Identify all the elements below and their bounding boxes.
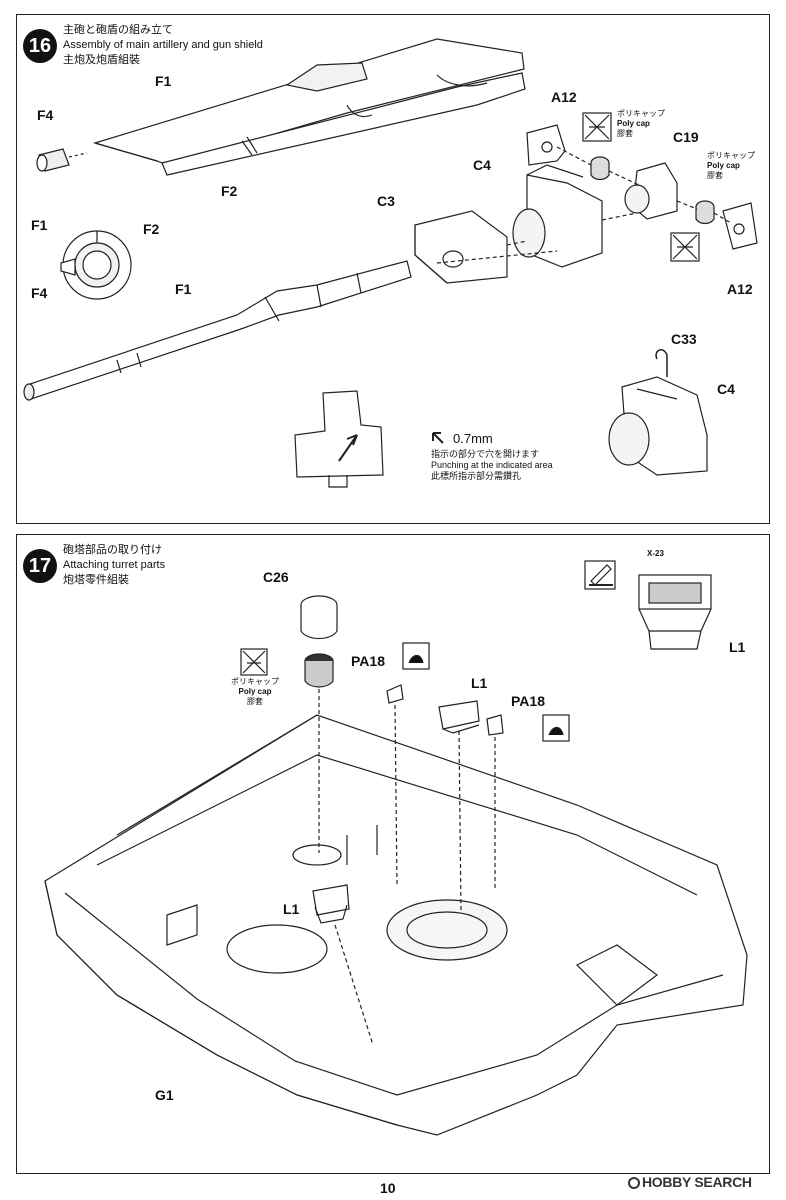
label-c4-detail: C4 [717, 381, 735, 397]
full-barrel [23, 260, 412, 401]
punch-arrow-icon [432, 432, 444, 444]
label-l1-top: L1 [471, 675, 488, 691]
logo-icon [628, 1177, 640, 1189]
gun-shield-c4 [512, 164, 603, 268]
polycap-icon-box [240, 648, 268, 676]
l1-painted-inset [638, 574, 712, 650]
label-c26: C26 [263, 569, 289, 585]
label-a12-bottom: A12 [727, 281, 753, 297]
polycap-note-1: ポリキャップ Poly cap 膠套 [617, 109, 665, 139]
small-parts [312, 684, 504, 924]
c4-detail-drawing [608, 349, 708, 476]
step-title-en: Assembly of main artillery and gun shiel… [63, 39, 263, 51]
barrel-cross-section [60, 230, 132, 300]
label-c3: C3 [377, 193, 395, 209]
step-number-badge: 17 [23, 549, 57, 583]
step-number-badge: 16 [23, 29, 57, 63]
polycap-note-2-zh: 膠套 [707, 171, 723, 180]
f4-muzzle-part [36, 148, 88, 172]
assembly-guide-lines [436, 146, 732, 264]
step-title-zh: 炮塔零件組裝 [63, 574, 129, 586]
gun-shield-c3 [414, 210, 508, 284]
polycap-note-2-en: Poly cap [707, 161, 740, 170]
polycap-note-ja: ポリキャップ [231, 677, 279, 686]
step-title-zh: 主炮及炮盾組裝 [63, 54, 140, 66]
cement-icons [402, 560, 616, 742]
label-f4-section: F4 [31, 285, 48, 301]
polycap-note: ポリキャップ Poly cap 膠套 [231, 677, 279, 707]
label-l1-inset: L1 [729, 639, 746, 655]
poly-caps [590, 156, 715, 225]
punch-note: 指示の部分で穴を開けます Punching at the indicated a… [431, 449, 553, 482]
label-c4: C4 [473, 157, 491, 173]
step-16-drawing [23, 38, 758, 488]
label-f1-section: F1 [31, 217, 48, 233]
punch-detail-drawing [294, 390, 384, 488]
label-f1-upper: F1 [155, 73, 172, 89]
label-f2-upper: F2 [221, 183, 238, 199]
label-c19: C19 [673, 129, 699, 145]
polycap-note-2: ポリキャップ Poly cap 膠套 [707, 151, 755, 181]
mantlet-c19 [624, 162, 678, 220]
label-pa18-left: PA18 [351, 653, 385, 669]
step-title-ja: 砲塔部品の取り付け [63, 544, 162, 556]
polycap-icon-boxes [582, 112, 700, 262]
polycap-note-1-zh: 膠套 [617, 129, 633, 138]
punch-note-ja: 指示の部分で穴を開けます [431, 449, 540, 459]
polycap-note-zh: 膠套 [247, 697, 263, 706]
step-16-panel: 16 主砲と砲盾の組み立て Assembly of main artillery… [16, 14, 770, 524]
hobby-search-watermark: HOBBY SEARCH [628, 1174, 752, 1190]
punch-note-zh: 此標所指示部分需鑽孔 [431, 471, 522, 481]
polycap-note-2-ja: ポリキャップ [707, 151, 755, 160]
polycap-note-1-en: Poly cap [617, 119, 650, 128]
label-a12-top: A12 [551, 89, 577, 105]
turret-hull-g1 [44, 714, 748, 1136]
label-f4-upper: F4 [37, 107, 54, 123]
label-x23: X-23 [647, 549, 664, 558]
label-pa18-right: PA18 [511, 693, 545, 709]
step-17-panel: 17 砲塔部品の取り付け Attaching turret parts 炮塔零件… [16, 534, 770, 1174]
step-title: 砲塔部品の取り付け Attaching turret parts 炮塔零件組裝 [63, 543, 165, 588]
page-number: 10 [380, 1180, 396, 1196]
assembly-guide-lines [318, 689, 496, 1046]
polycap-note-en: Poly cap [238, 687, 272, 696]
label-f1-barrel: F1 [175, 281, 192, 297]
step-title-ja: 主砲と砲盾の組み立て [63, 24, 173, 36]
barrel-halves [92, 38, 526, 176]
label-f2-section: F2 [143, 221, 160, 237]
punch-note-en: Punching at the indicated area [431, 460, 553, 470]
step-title-en: Attaching turret parts [63, 559, 166, 571]
label-l1-left: L1 [283, 901, 300, 917]
label-c33: C33 [671, 331, 697, 347]
label-g1: G1 [155, 1087, 174, 1103]
a12-brackets [526, 124, 758, 250]
step-17-drawing [44, 560, 748, 1136]
step-title: 主砲と砲盾の組み立て Assembly of main artillery an… [63, 23, 263, 68]
polycap-note-1-ja: ポリキャップ [617, 109, 665, 118]
c26-polycap [300, 595, 338, 688]
punch-size: 0.7mm [453, 431, 493, 446]
watermark-text: HOBBY SEARCH [642, 1174, 752, 1190]
